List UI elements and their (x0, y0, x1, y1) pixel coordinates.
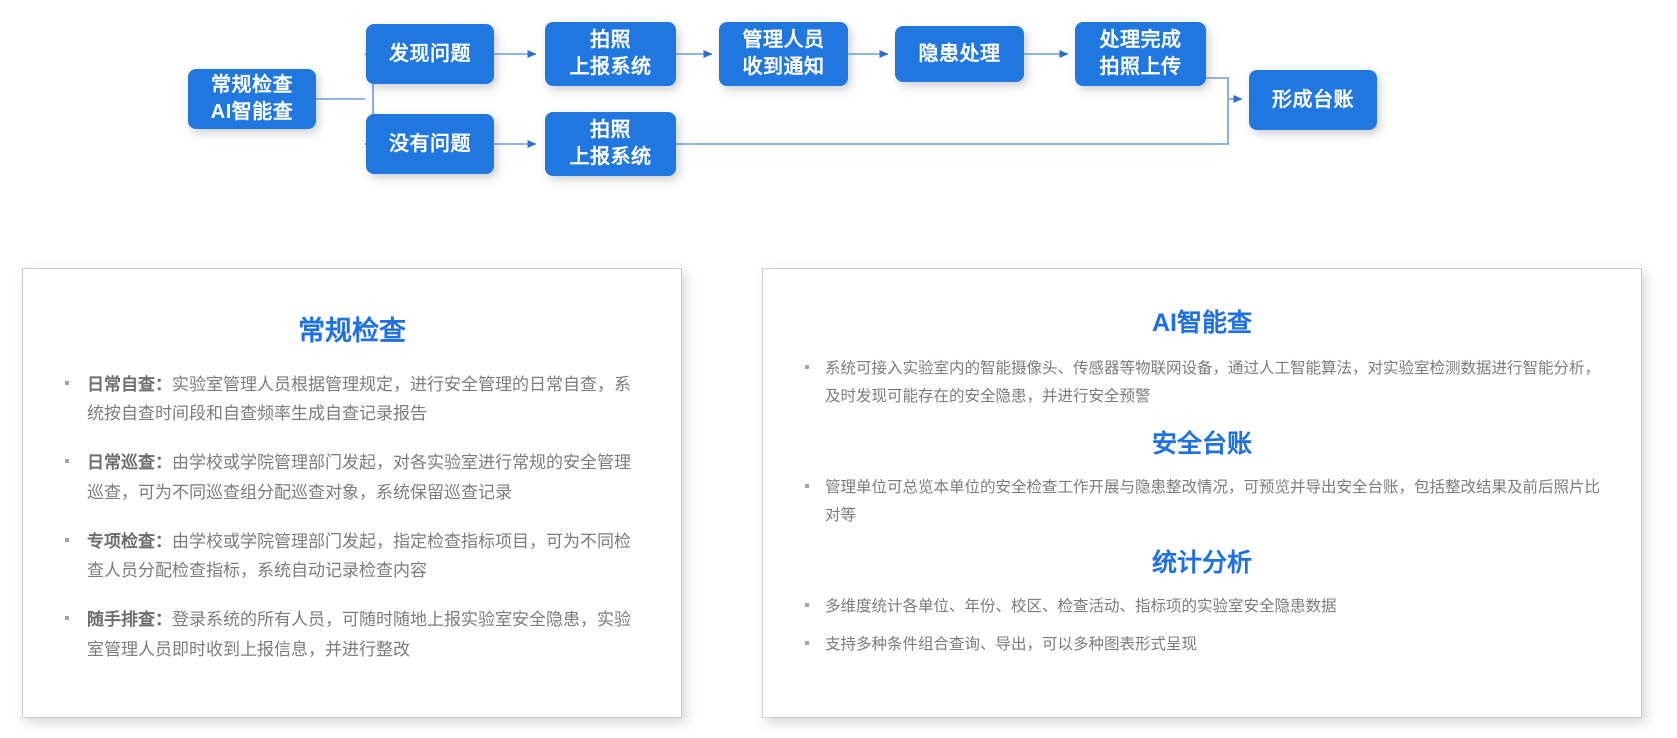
bullet-lead: 随手排查： (87, 610, 172, 630)
bullet-lead: 日常自查： (87, 375, 172, 394)
list-item: 专项检查：由学校或学院管理部门发起，指定检查指标项目，可为不同检查人员分配检查指… (57, 527, 647, 585)
flow-node-ledger[interactable]: 形成台账 (1249, 70, 1377, 130)
flow-node-issue-found[interactable]: 发现问题 (366, 24, 494, 84)
card-ai-inspection: AI智能查 系统可接入实验室内的智能摄像头、传感器等物联网设备，通过人工智能算法… (762, 268, 1642, 718)
flow-node-handle[interactable]: 隐患处理 (895, 26, 1024, 82)
bullet-lead: 专项检查： (87, 531, 172, 551)
bullet-text: 管理单位可总览本单位的安全检查工作开展与隐患整改情况，可预览并导出安全台账，包括… (825, 479, 1601, 524)
flow-node-done-photo[interactable]: 处理完成 拍照上传 (1075, 22, 1206, 86)
list-item: 多维度统计各单位、年份、校区、检查活动、指标项的实验室安全隐患数据 (797, 593, 1607, 621)
list-item: 系统可接入实验室内的智能摄像头、传感器等物联网设备，通过人工智能算法，对实验室检… (797, 355, 1607, 410)
flow-node-no-issue[interactable]: 没有问题 (366, 114, 494, 174)
bullet-text: 系统可接入实验室内的智能摄像头、传感器等物联网设备，通过人工智能算法，对实验室检… (825, 360, 1601, 405)
card-left-body: 常规检查 日常自查：实验室管理人员根据管理规定，进行安全管理的日常自查，系统按自… (23, 309, 681, 664)
bullet-text: 多维度统计各单位、年份、校区、检查活动、指标项的实验室安全隐患数据 (825, 598, 1337, 616)
bullet-lead: 日常巡查： (87, 453, 172, 473)
flow-node-report-top[interactable]: 拍照 上报系统 (545, 22, 676, 86)
ledger-bullet-list: 管理单位可总览本单位的安全检查工作开展与隐患整改情况，可预览并导出安全台账，包括… (797, 474, 1607, 529)
card-right-title-ledger: 安全台账 (1151, 430, 1252, 459)
card-right-title-ai: AI智能查 (1151, 309, 1252, 337)
card-left-title: 常规检查 (298, 316, 406, 346)
process-flowchart: 常规检查 AI智能查 发现问题 没有问题 拍照 上报系统 拍照 上报系统 管理人… (0, 0, 1677, 215)
flow-node-start[interactable]: 常规检查 AI智能查 (188, 69, 316, 129)
statistics-bullet-list: 多维度统计各单位、年份、校区、检查活动、指标项的实验室安全隐患数据 支持多种条件… (797, 593, 1607, 658)
list-item: 管理单位可总览本单位的安全检查工作开展与隐患整改情况，可预览并导出安全台账，包括… (797, 474, 1607, 529)
bullet-text: 支持多种条件组合查询、导出，可以多种图表形式呈现 (825, 635, 1198, 653)
ai-bullet-list: 系统可接入实验室内的智能摄像头、传感器等物联网设备，通过人工智能算法，对实验室检… (797, 355, 1607, 410)
flow-node-report-bottom[interactable]: 拍照 上报系统 (545, 112, 676, 176)
bullet-text: 由学校或学院管理部门发起，对各实验室进行常规的安全管理巡查，可为不同巡查组分配巡… (87, 453, 631, 502)
list-item: 日常自查：实验室管理人员根据管理规定，进行安全管理的日常自查，系统按自查时间段和… (57, 370, 647, 428)
bullet-text: 由学校或学院管理部门发起，指定检查指标项目，可为不同检查人员分配检查指标，系统自… (87, 531, 631, 581)
list-item: 支持多种条件组合查询、导出，可以多种图表形式呈现 (797, 631, 1607, 659)
card-routine-inspection: 常规检查 日常自查：实验室管理人员根据管理规定，进行安全管理的日常自查，系统按自… (22, 268, 682, 718)
card-right-body: AI智能查 系统可接入实验室内的智能摄像头、传感器等物联网设备，通过人工智能算法… (763, 303, 1641, 658)
list-item: 随手排查：登录系统的所有人员，可随时随地上报实验室安全隐患，实验室管理人员即时收… (57, 605, 647, 663)
list-item: 日常巡查：由学校或学院管理部门发起，对各实验室进行常规的安全管理巡查，可为不同巡… (57, 448, 647, 506)
flow-node-notify[interactable]: 管理人员 收到通知 (719, 22, 848, 86)
card-right-title-statistics: 统计分析 (1151, 549, 1252, 578)
bullet-text: 登录系统的所有人员，可随时随地上报实验室安全隐患，实验室管理人员即时收到上报信息… (87, 610, 631, 659)
bullet-text: 实验室管理人员根据管理规定，进行安全管理的日常自查，系统按自查时间段和自查频率生… (87, 375, 631, 424)
card-left-bullet-list: 日常自查：实验室管理人员根据管理规定，进行安全管理的日常自查，系统按自查时间段和… (57, 370, 647, 664)
